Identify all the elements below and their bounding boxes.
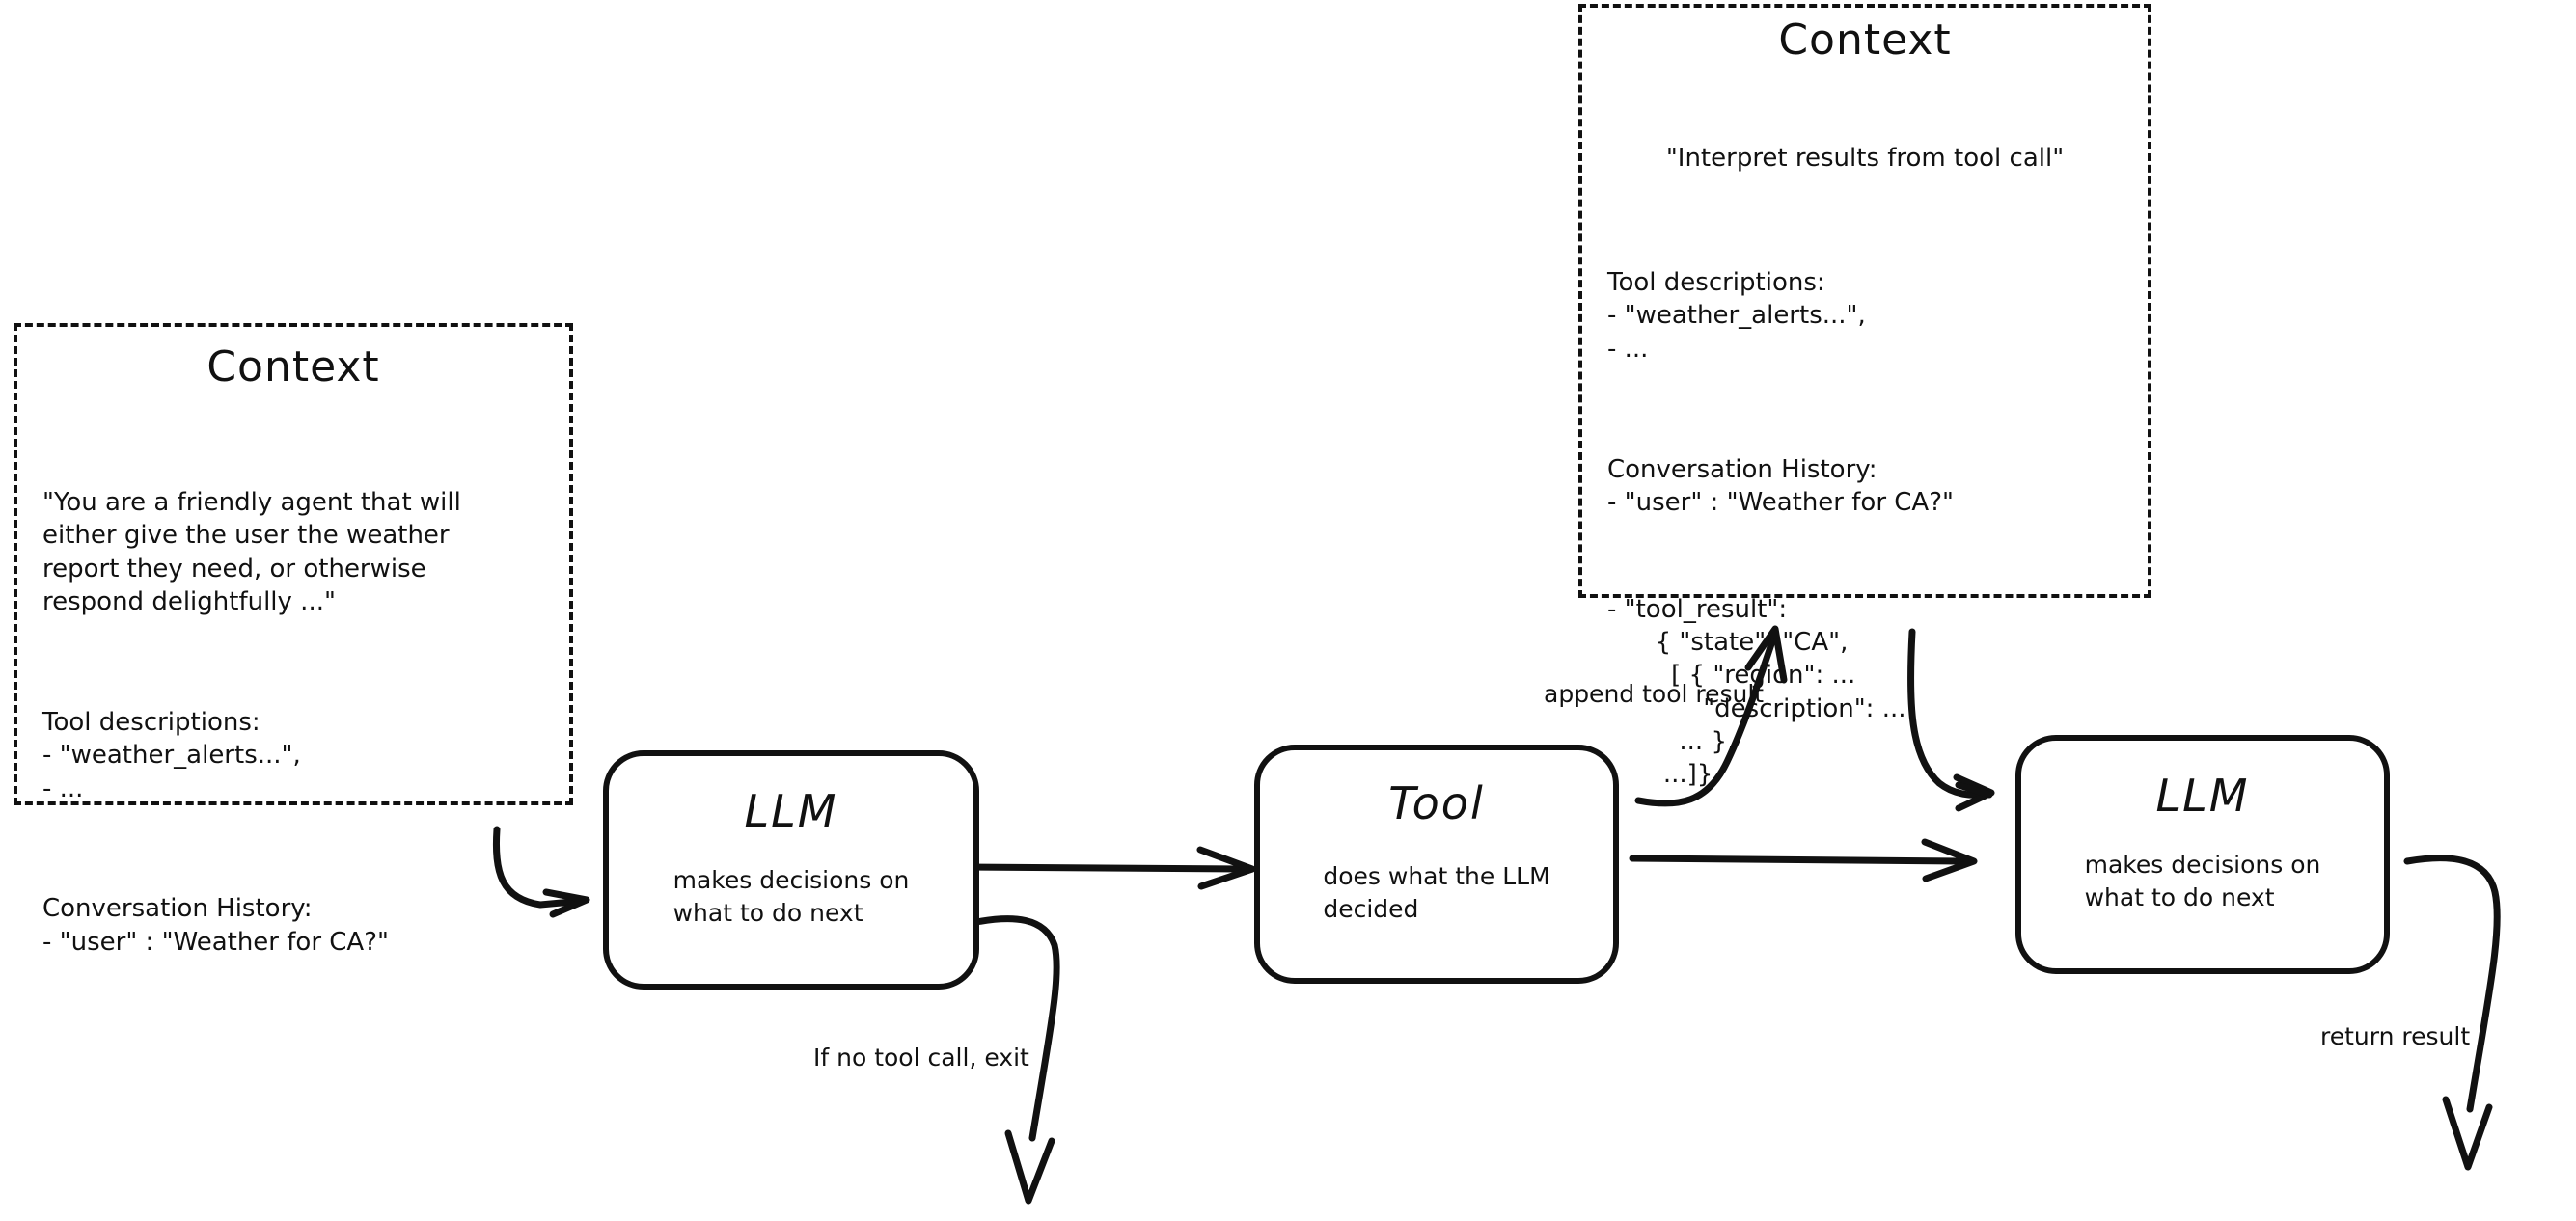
arrow-llm1-to-tool xyxy=(967,846,1256,890)
context-top-tool-descriptions: Tool descriptions: - "weather_alerts..."… xyxy=(1607,267,1866,364)
context-box-left: Context "You are a friendly agent that w… xyxy=(14,323,573,957)
node-llm-2-subtitle: makes decisions on what to do next xyxy=(2084,851,2321,911)
node-llm-1[interactable]: LLM makes decisions on what to do next xyxy=(603,750,979,990)
context-top-system-prompt: "Interpret results from tool call" xyxy=(1665,144,2065,174)
context-top-conversation-history: Conversation History: - "user" : "Weathe… xyxy=(1607,454,1954,517)
context-box-top: Context "Interpret results from tool cal… xyxy=(1578,4,2151,789)
node-tool[interactable]: Tool does what the LLM decided xyxy=(1254,745,1619,984)
node-llm-1-subtitle: makes decisions on what to do next xyxy=(672,866,910,927)
context-left-body: "You are a friendly agent that will eith… xyxy=(42,420,544,1024)
node-llm-1-title: LLM xyxy=(744,785,838,837)
node-tool-subtitle: does what the LLM decided xyxy=(1323,862,1550,923)
context-top-tool-result: - "tool_result": { "state": "CA", [ { "r… xyxy=(1607,594,1906,790)
context-left-title: Context xyxy=(206,342,380,392)
context-left-tool-descriptions: Tool descriptions: - "weather_alerts..."… xyxy=(42,707,301,803)
node-llm-2-title: LLM xyxy=(2155,770,2250,822)
edge-label-llm1-exit: If no tool call, exit xyxy=(813,1044,1029,1072)
context-left-conversation-history: Conversation History: - "user" : "Weathe… xyxy=(42,894,389,957)
context-top-body: "Interpret results from tool call" Tool … xyxy=(1607,75,2123,857)
node-llm-2[interactable]: LLM makes decisions on what to do next xyxy=(2015,735,2390,974)
context-left-system-prompt: "You are a friendly agent that will eith… xyxy=(42,488,461,616)
edge-label-return-result: return result xyxy=(2320,1022,2471,1050)
arrow-llm2-return xyxy=(2403,855,2501,1171)
node-tool-title: Tool xyxy=(1388,777,1485,829)
context-top-title: Context xyxy=(1778,15,1952,65)
edge-label-append-tool-result: append tool result xyxy=(1544,680,1765,708)
